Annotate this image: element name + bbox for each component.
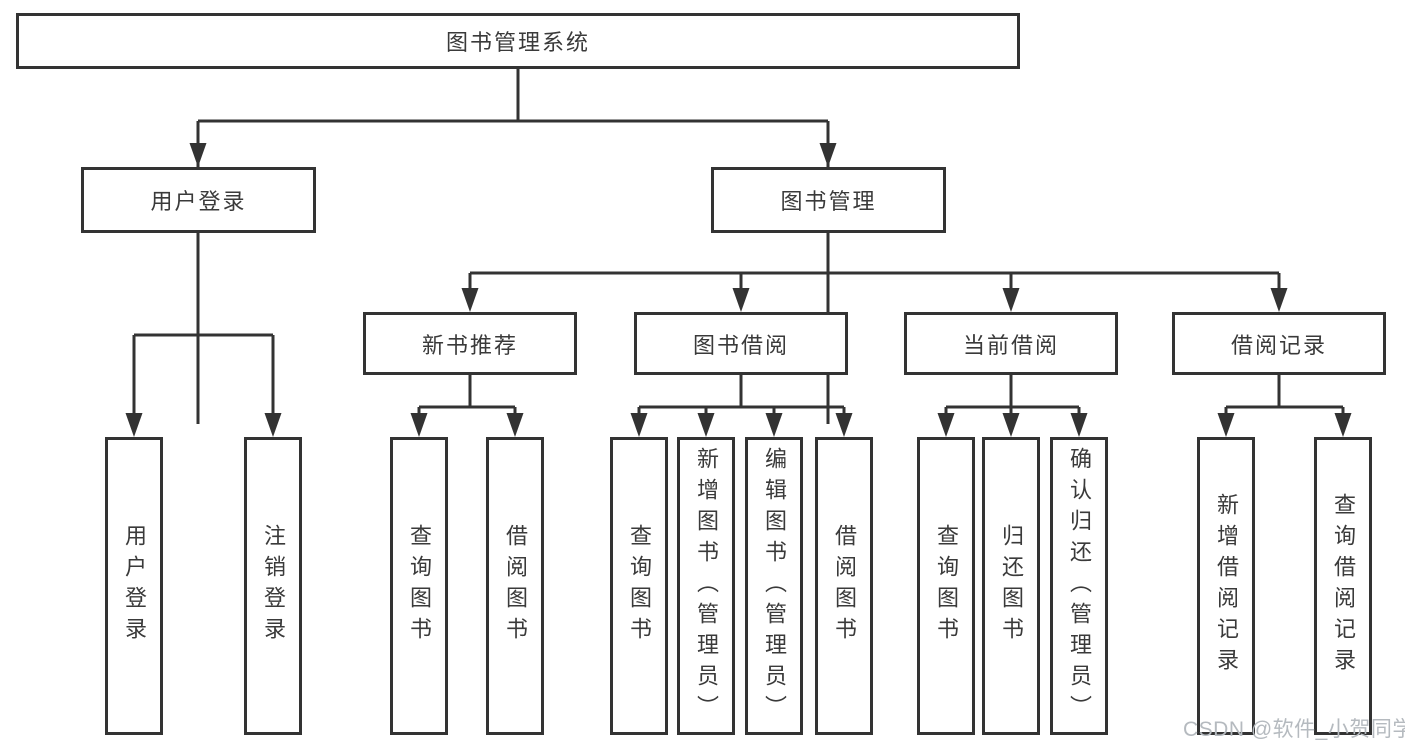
arrow-icon [819, 143, 837, 167]
arrow-icon [1070, 413, 1088, 437]
arrow-icon [125, 413, 143, 437]
leaf-query-borrow-record: 查询借阅记录 [1314, 437, 1372, 735]
arrow-icon [1217, 413, 1235, 437]
leaf-borrow-books-recommend: 借阅图书 [486, 437, 544, 735]
node-book-borrowing: 图书借阅 [634, 312, 848, 375]
arrow-icon [1002, 288, 1020, 312]
leaf-logout: 注销登录 [244, 437, 302, 735]
leaf-borrow-books: 借阅图书 [815, 437, 873, 735]
arrow-icon [189, 143, 207, 167]
node-new-book-recommendation: 新书推荐 [363, 312, 577, 375]
node-library-management-system: 图书管理系统 [16, 13, 1020, 69]
connector-root-to-level2 [196, 68, 830, 424]
arrow-icon [1334, 413, 1352, 437]
arrow-icon [1002, 413, 1020, 437]
arrow-icon [264, 413, 282, 437]
leaf-query-books-current: 查询图书 [917, 437, 975, 735]
leaf-query-books-recommend: 查询图书 [390, 437, 448, 735]
connector-user-login-group [132, 233, 275, 424]
leaf-edit-books-admin: 编辑图书（管理员） [745, 437, 803, 735]
connector-borrow-record-group [1224, 375, 1345, 424]
arrow-icon [697, 413, 715, 437]
connector-new-book-group [417, 375, 517, 424]
arrow-icon [1270, 288, 1288, 312]
leaf-user-login: 用户登录 [105, 437, 163, 735]
arrow-icon [765, 413, 783, 437]
leaf-add-borrow-record: 新增借阅记录 [1197, 437, 1255, 735]
node-book-management: 图书管理 [711, 167, 946, 233]
node-user-login: 用户登录 [81, 167, 316, 233]
connector-book-borrow-group [637, 375, 846, 424]
arrow-icon [461, 288, 479, 312]
leaf-return-books: 归还图书 [982, 437, 1040, 735]
arrow-icon [506, 413, 524, 437]
arrow-icon [937, 413, 955, 437]
node-borrowing-records: 借阅记录 [1172, 312, 1386, 375]
arrow-icon [835, 413, 853, 437]
node-current-borrowing: 当前借阅 [904, 312, 1118, 375]
arrowheads [125, 143, 1352, 437]
leaf-add-books-admin: 新增图书（管理员） [677, 437, 735, 735]
connector-book-management-group [468, 233, 1281, 299]
arrow-icon [630, 413, 648, 437]
arrow-icon [410, 413, 428, 437]
csdn-watermark: CSDN @软件_小贺同学 [1183, 718, 1405, 741]
leaf-confirm-return-admin: 确认归还（管理员） [1050, 437, 1108, 735]
leaf-query-books-borrowing: 查询图书 [610, 437, 668, 735]
arrow-icon [732, 288, 750, 312]
